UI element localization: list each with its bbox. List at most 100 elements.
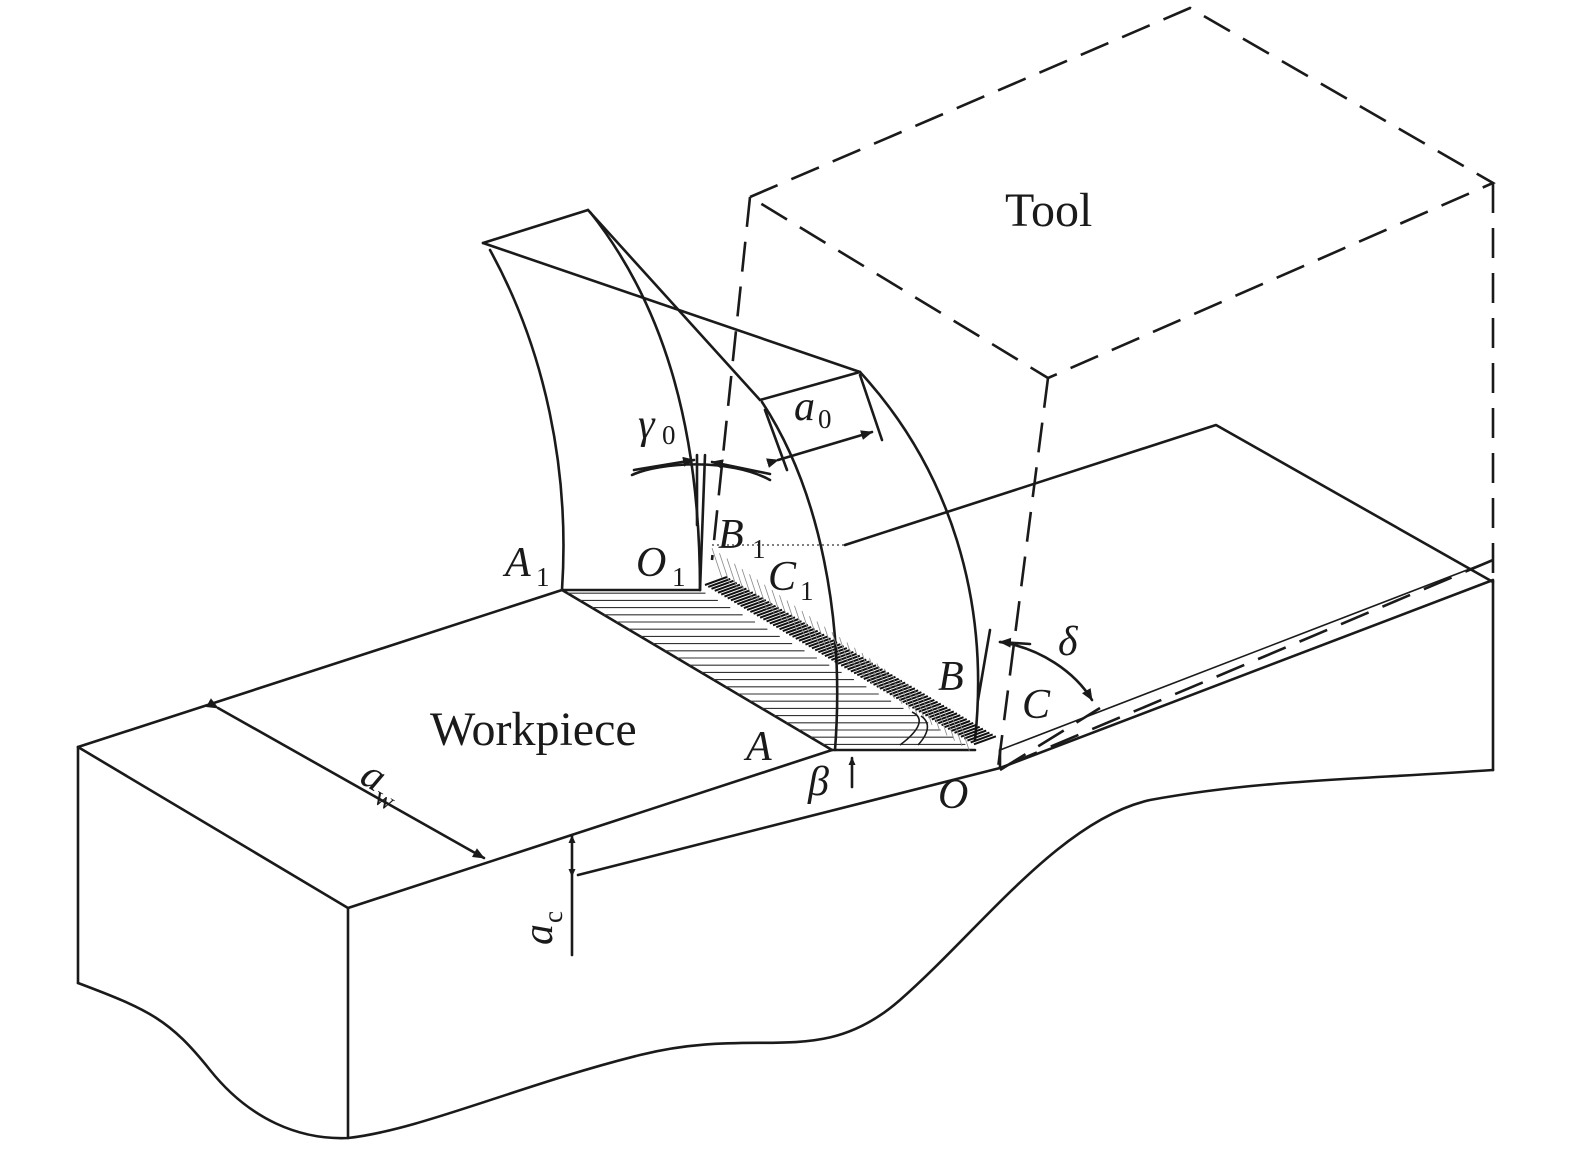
aw-label: a w xyxy=(353,751,401,817)
chip-band-stroke xyxy=(934,712,958,723)
chip-band-stroke xyxy=(733,593,757,604)
svg-text:B: B xyxy=(718,512,744,558)
chip-band-stroke xyxy=(834,652,857,663)
chip-fine-stroke xyxy=(846,642,858,673)
svg-text:c: c xyxy=(538,911,568,923)
chip-band-stroke xyxy=(876,677,900,688)
svg-text:0: 0 xyxy=(662,420,676,450)
chip-band-stroke xyxy=(746,601,770,611)
chip-band-stroke xyxy=(740,597,763,608)
chip-band-stroke xyxy=(850,662,874,673)
point-O1-label: O 1 xyxy=(636,540,686,592)
chip-band-stroke xyxy=(743,599,767,609)
chip-band-stroke xyxy=(795,629,819,640)
chip-fine-stroke xyxy=(809,616,820,647)
chip-band-stroke xyxy=(899,691,922,702)
tool-outline xyxy=(710,6,1496,770)
chip-band-stroke xyxy=(873,675,896,686)
chip-band-stroke xyxy=(762,610,786,621)
chip-band-stroke xyxy=(775,618,799,629)
chip-fine-stroke xyxy=(764,584,775,615)
point-C1-label: C 1 xyxy=(768,554,814,606)
svg-text:A: A xyxy=(502,540,531,586)
chip-fine-stroke xyxy=(906,684,918,715)
chip-band-stroke xyxy=(750,602,773,613)
beta-label: β xyxy=(807,759,829,805)
dimension-aw xyxy=(205,698,486,860)
chip-band-stroke xyxy=(811,639,835,650)
chip-fine-stroke xyxy=(779,595,790,626)
chip-band-stroke xyxy=(730,591,754,602)
chip-band-stroke xyxy=(879,679,903,690)
chip-fine-stroke xyxy=(794,605,805,636)
chip-band-stroke xyxy=(843,658,867,669)
chip-fine-stroke xyxy=(801,610,813,642)
chip-band-stroke xyxy=(954,723,977,734)
chip-band-stroke xyxy=(973,735,997,746)
chip-band-stroke xyxy=(963,729,987,740)
chip-band-stroke xyxy=(714,581,738,592)
chip-fine-stroke xyxy=(959,721,970,752)
gamma0-label: γ 0 xyxy=(638,402,676,450)
chip-band-stroke xyxy=(785,624,809,634)
chip-fine-stroke xyxy=(749,574,760,605)
chip-band-stroke xyxy=(737,595,760,606)
chip-fine-stroke xyxy=(771,589,783,621)
chip-band-stroke xyxy=(772,616,796,627)
chip-band-stroke xyxy=(912,698,935,709)
chip-outline xyxy=(481,208,980,752)
svg-text:1: 1 xyxy=(536,562,550,592)
chip-edge-band xyxy=(704,547,997,752)
chip-band-stroke xyxy=(847,660,870,671)
chip-fine-stroke xyxy=(951,715,963,747)
chip-fine-stroke xyxy=(831,631,843,663)
chip-band-stroke xyxy=(905,695,929,705)
chip-fine-stroke xyxy=(734,563,745,594)
workpiece-label: Workpiece xyxy=(430,703,637,756)
chip-fine-stroke xyxy=(756,579,768,610)
chip-band-stroke xyxy=(886,683,909,694)
chip-fine-stroke xyxy=(869,658,880,689)
chip-band-stroke xyxy=(840,656,864,667)
chip-fine-stroke xyxy=(786,600,798,631)
chip-fine-stroke xyxy=(914,689,925,720)
chip-band-stroke xyxy=(960,727,984,738)
svg-text:O: O xyxy=(636,540,666,586)
point-B1-label: B 1 xyxy=(718,512,766,564)
chip-band-stroke xyxy=(769,614,793,625)
svg-text:1: 1 xyxy=(800,576,814,606)
chip-fine-stroke xyxy=(944,710,955,741)
tool-label: Tool xyxy=(1005,184,1092,237)
dimension-a0 xyxy=(763,373,884,472)
chip-band-stroke xyxy=(947,720,971,730)
chip-band-stroke xyxy=(970,733,994,744)
chip-fine-stroke xyxy=(824,626,835,657)
point-C-label: C xyxy=(1022,682,1051,728)
chip-band-stroke xyxy=(704,576,728,586)
delta-label: δ xyxy=(1058,619,1079,665)
chip-band-stroke xyxy=(711,579,734,590)
chip-band-stroke xyxy=(944,718,968,729)
chip-band-stroke xyxy=(805,635,828,646)
chip-band-stroke xyxy=(941,716,964,727)
chip-band-stroke xyxy=(808,637,832,648)
svg-text:a: a xyxy=(794,384,815,430)
chip-band-stroke xyxy=(837,654,861,665)
svg-text:C: C xyxy=(768,554,797,600)
chip-band-stroke xyxy=(720,585,744,596)
workpiece-body xyxy=(76,423,1495,1140)
chip-fine-stroke xyxy=(711,547,723,579)
svg-text:a: a xyxy=(516,924,562,945)
chip-fine-stroke xyxy=(936,705,948,736)
chip-band-stroke xyxy=(759,608,783,619)
chip-band-stroke xyxy=(831,650,854,661)
chip-band-stroke xyxy=(869,673,893,684)
shear-angle-beta xyxy=(848,711,929,789)
chip-band-stroke xyxy=(908,697,932,707)
svg-text:γ: γ xyxy=(638,402,656,448)
chip-band-stroke xyxy=(957,725,981,736)
svg-text:1: 1 xyxy=(672,562,686,592)
chip-band-stroke xyxy=(727,589,751,600)
point-A1-label: A 1 xyxy=(502,540,550,592)
